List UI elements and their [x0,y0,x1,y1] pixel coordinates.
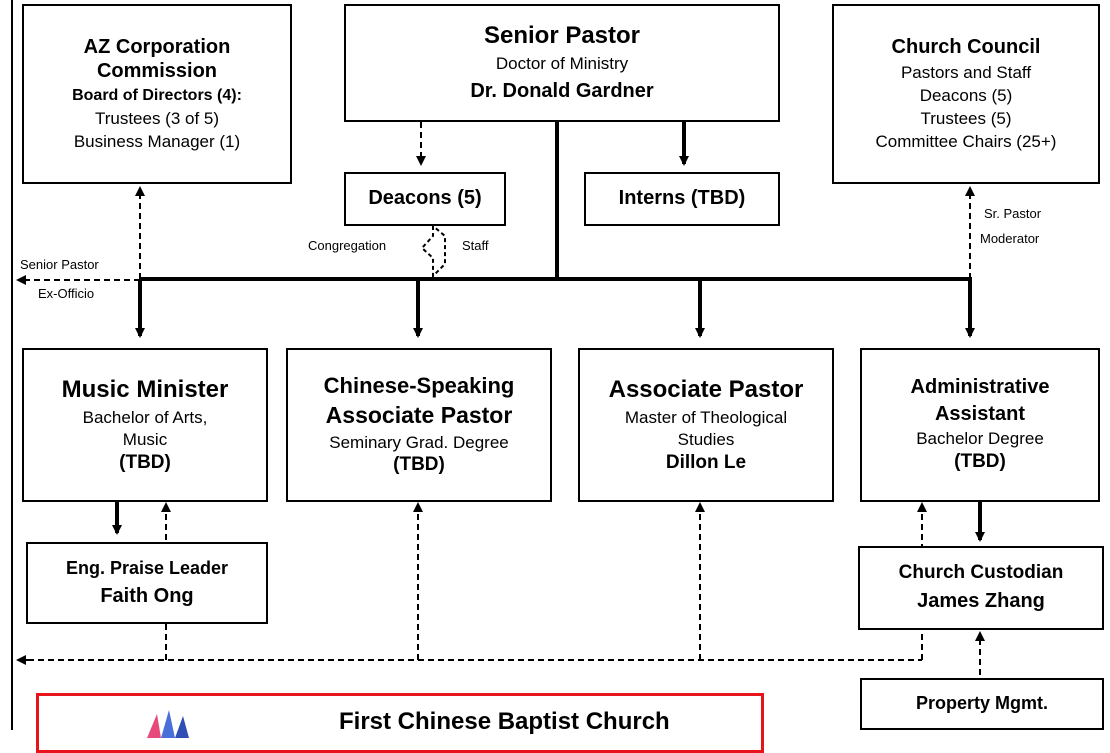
music-minister-box: Music Minister Bachelor of Arts, Music (… [22,348,268,502]
moderator-label: Moderator [980,231,1040,246]
church-council-line1: Pastors and Staff [900,62,1032,82]
interns-box: Interns (TBD) [584,172,780,226]
deacons-label: Deacons (5) [368,187,482,210]
az-corp-line2: Business Manager (1) [73,132,241,152]
az-corp-line1: Trustees (3 of 5) [94,108,220,128]
church-council-line2: Deacons (5) [919,85,1013,105]
praise-leader-box: Eng. Praise Leader Faith Ong [26,542,268,624]
chinese-pastor-degree: Seminary Grad. Degree [329,433,509,453]
congregation-label: Congregation [308,238,387,253]
az-corp-subtitle: Board of Directors (4): [72,87,242,105]
az-corp-title-line1: AZ Corporation [83,35,231,58]
property-mgmt-label: Property Mgmt. [915,693,1048,714]
custodian-box: Church Custodian James Zhang [858,546,1104,630]
church-logo-icon [147,710,189,738]
sr-pastor-label: Sr. Pastor [984,206,1042,221]
associate-pastor-title: Associate Pastor [608,375,804,403]
chinese-pastor-title2: Associate Pastor [325,402,513,429]
church-council-box: Church Council Pastors and Staff Deacons… [832,4,1100,184]
music-minister-degree1: Bachelor of Arts, [82,407,208,427]
staff-label: Staff [462,238,489,253]
senior-pastor-box: Senior Pastor Doctor of Ministry Dr. Don… [344,4,780,122]
church-council-title: Church Council [891,36,1041,59]
chinese-pastor-box: Chinese-Speaking Associate Pastor Semina… [286,348,552,502]
associate-pastor-degree1: Master of Theological [624,407,788,427]
church-council-line3: Trustees (5) [920,108,1012,128]
senior-pastor-degree: Doctor of Ministry [495,54,629,74]
admin-assistant-degree: Bachelor Degree [916,429,1044,449]
interns-label: Interns (TBD) [618,187,746,210]
associate-pastor-box: Associate Pastor Master of Theological S… [578,348,834,502]
property-mgmt-box: Property Mgmt. [860,678,1104,730]
music-minister-degree2: Music [122,429,168,449]
music-minister-title: Music Minister [61,375,229,403]
admin-assistant-name: (TBD) [954,451,1006,473]
deacons-loop [420,225,446,279]
admin-assistant-title2: Assistant [934,402,1026,425]
chinese-pastor-title1: Chinese-Speaking [323,373,515,399]
senior-pastor-title: Senior Pastor [483,22,641,50]
ex-officio-label: Ex-Officio [38,286,95,301]
church-council-line4: Committee Chairs (25+) [875,131,1057,151]
deacons-box: Deacons (5) [344,172,506,226]
admin-assistant-box: Administrative Assistant Bachelor Degree… [860,348,1100,502]
senior-pastor-name: Dr. Donald Gardner [470,80,654,103]
church-name: First Chinese Baptist Church [339,708,670,735]
associate-pastor-name: Dillon Le [665,452,747,473]
connector-lines [11,0,985,730]
custodian-name: James Zhang [917,590,1045,613]
church-brand-banner: First Chinese Baptist Church [36,693,764,753]
custodian-title: Church Custodian [898,562,1064,583]
praise-leader-name: Faith Ong [100,584,194,607]
az-corp-title-line2: Commission [96,59,218,82]
az-corporation-box: AZ Corporation Commission Board of Direc… [22,4,292,184]
associate-pastor-degree2: Studies [677,429,735,449]
praise-leader-title: Eng. Praise Leader [65,557,229,578]
senior-pastor-left-label: Senior Pastor [20,257,99,272]
chinese-pastor-name: (TBD) [393,454,445,476]
admin-assistant-title1: Administrative [910,376,1050,399]
music-minister-name: (TBD) [119,452,171,473]
